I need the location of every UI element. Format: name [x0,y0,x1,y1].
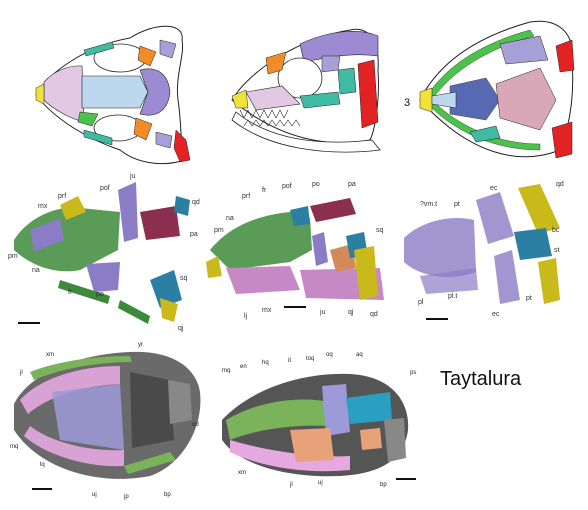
label-ec: ec [490,185,498,192]
label-pl: pl [418,299,424,306]
label-prf: prf [58,193,66,200]
label-sq: sq [376,227,384,234]
label-bp: bp [164,492,171,498]
label-toq: toq [306,356,314,362]
label-pa: pa [190,231,198,238]
label-pt: pt [454,201,460,208]
lateral-labels: prf fr pof po pa pm na sq lj mx ju qj qd [214,181,384,320]
label-po: po [96,291,104,298]
reconstruction-lateral [231,28,381,153]
label-jp: jp [123,494,129,500]
fossil-palatal [404,184,560,304]
label-xm: xm [46,352,54,358]
label-vmt: ?vm.t [420,201,437,208]
label-ju: ju [129,173,136,180]
label-qj: qj [178,325,184,332]
scale-bar [32,488,52,490]
label-pa: pa [348,181,356,188]
scale-bar [426,318,448,320]
label-na: na [226,215,234,222]
label-bp: bp [380,482,387,488]
label-st: st [554,247,560,254]
label-sq: sq [180,275,188,282]
ct-dorsal-labels: xm yr jl od mq lq uj jp bp [10,342,199,500]
label-it: it [288,358,291,364]
panel-number: 3 [404,97,410,109]
label-uj: uj [92,492,97,498]
reconstruction-dorsal [35,25,191,165]
label-pm: pm [214,227,224,234]
ct-lateral-labels: mq en hq it toq oq aq ps xm jl uj bp [222,352,416,488]
label-ps: ps [410,370,416,376]
label-qj: qj [348,309,354,316]
taxon-title: Taytalura [440,368,522,390]
fossil-lateral [206,198,384,300]
label-yr: yr [138,342,143,348]
palatal-labels: ?vm.t pt ec qd bc st pl pl.t pt ec [418,181,564,318]
label-mx: mx [38,203,48,210]
label-ju: ju [319,309,326,316]
scale-bar [18,322,40,324]
label-mq: mq [10,444,18,450]
label-en: en [240,364,247,370]
scale-bar [396,478,416,480]
label-uj: uj [318,480,323,486]
label-qd: qd [556,181,564,188]
label-ec2: ec [492,311,500,318]
label-mq: mq [222,368,230,374]
label-prf: prf [242,193,250,200]
label-pof: pof [100,185,110,192]
label-mx: mx [262,307,272,314]
label-plt: pl.t [448,293,457,300]
label-pt2: pt [526,295,532,302]
ct-dorsal [14,351,201,479]
label-pof: pof [282,183,292,190]
label-pm: pm [8,253,18,260]
label-fr: fr [68,289,73,296]
dorsal-labels: mx prf pof ju qd pa pm na fr po sq qj [8,173,200,332]
label-qd: qd [192,199,200,206]
label-xm: xm [238,470,246,476]
scale-bar [284,306,306,308]
label-hq: hq [262,360,269,366]
label-qd: qd [370,311,378,318]
label-jl: jl [19,370,23,376]
label-lq: lq [40,462,45,468]
label-jl: jl [289,482,293,488]
fossil-dorsal [14,182,190,324]
reconstruction-palatal [419,20,575,159]
ct-lateral [222,373,409,477]
label-fr: fr [262,187,267,194]
label-lj: lj [244,313,248,320]
label-bc: bc [552,227,560,234]
label-na: na [32,267,40,274]
label-po: po [312,181,320,188]
label-od: od [192,422,199,428]
label-aq: aq [356,352,363,358]
label-oq: oq [326,352,333,358]
